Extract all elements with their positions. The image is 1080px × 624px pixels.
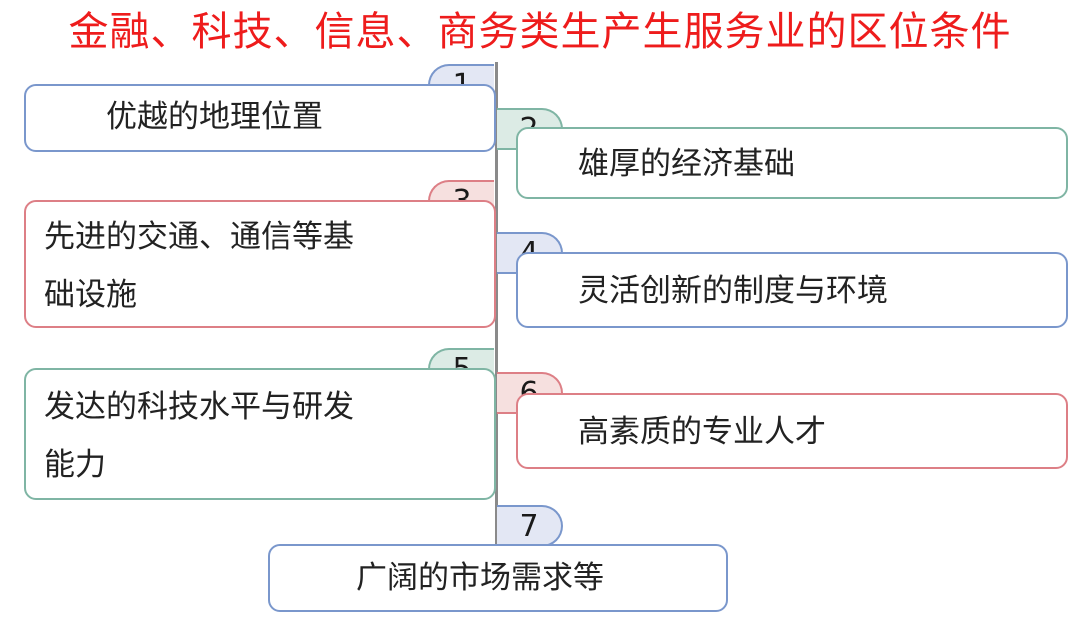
- condition-text-2: 雄厚的经济基础: [578, 146, 795, 182]
- central-spine-line: [495, 62, 498, 546]
- condition-box-5: 发达的科技水平与研发 能力: [24, 368, 496, 500]
- condition-text-6: 高素质的专业人才: [578, 414, 826, 450]
- diagram-title: 金融、科技、信息、商务类生产生服务业的区位条件: [68, 9, 1012, 55]
- condition-box-3: 先进的交通、通信等基 础设施: [24, 200, 496, 328]
- number-tab-7: 7: [497, 505, 563, 547]
- condition-text-7: 广阔的市场需求等: [356, 560, 604, 596]
- condition-text-3-line-2: 础设施: [44, 277, 137, 313]
- condition-box-2: 雄厚的经济基础: [516, 127, 1068, 199]
- condition-box-7: 广阔的市场需求等: [268, 544, 728, 612]
- condition-text-5-line-2: 能力: [44, 447, 106, 483]
- condition-text-5-line-1: 发达的科技水平与研发: [44, 389, 354, 425]
- condition-box-4: 灵活创新的制度与环境: [516, 252, 1068, 328]
- condition-box-6: 高素质的专业人才: [516, 393, 1068, 469]
- condition-text-4: 灵活创新的制度与环境: [578, 273, 888, 309]
- condition-text-1: 优越的地理位置: [106, 99, 323, 135]
- condition-text-3-line-1: 先进的交通、通信等基: [44, 219, 354, 255]
- condition-box-1: 优越的地理位置: [24, 84, 496, 152]
